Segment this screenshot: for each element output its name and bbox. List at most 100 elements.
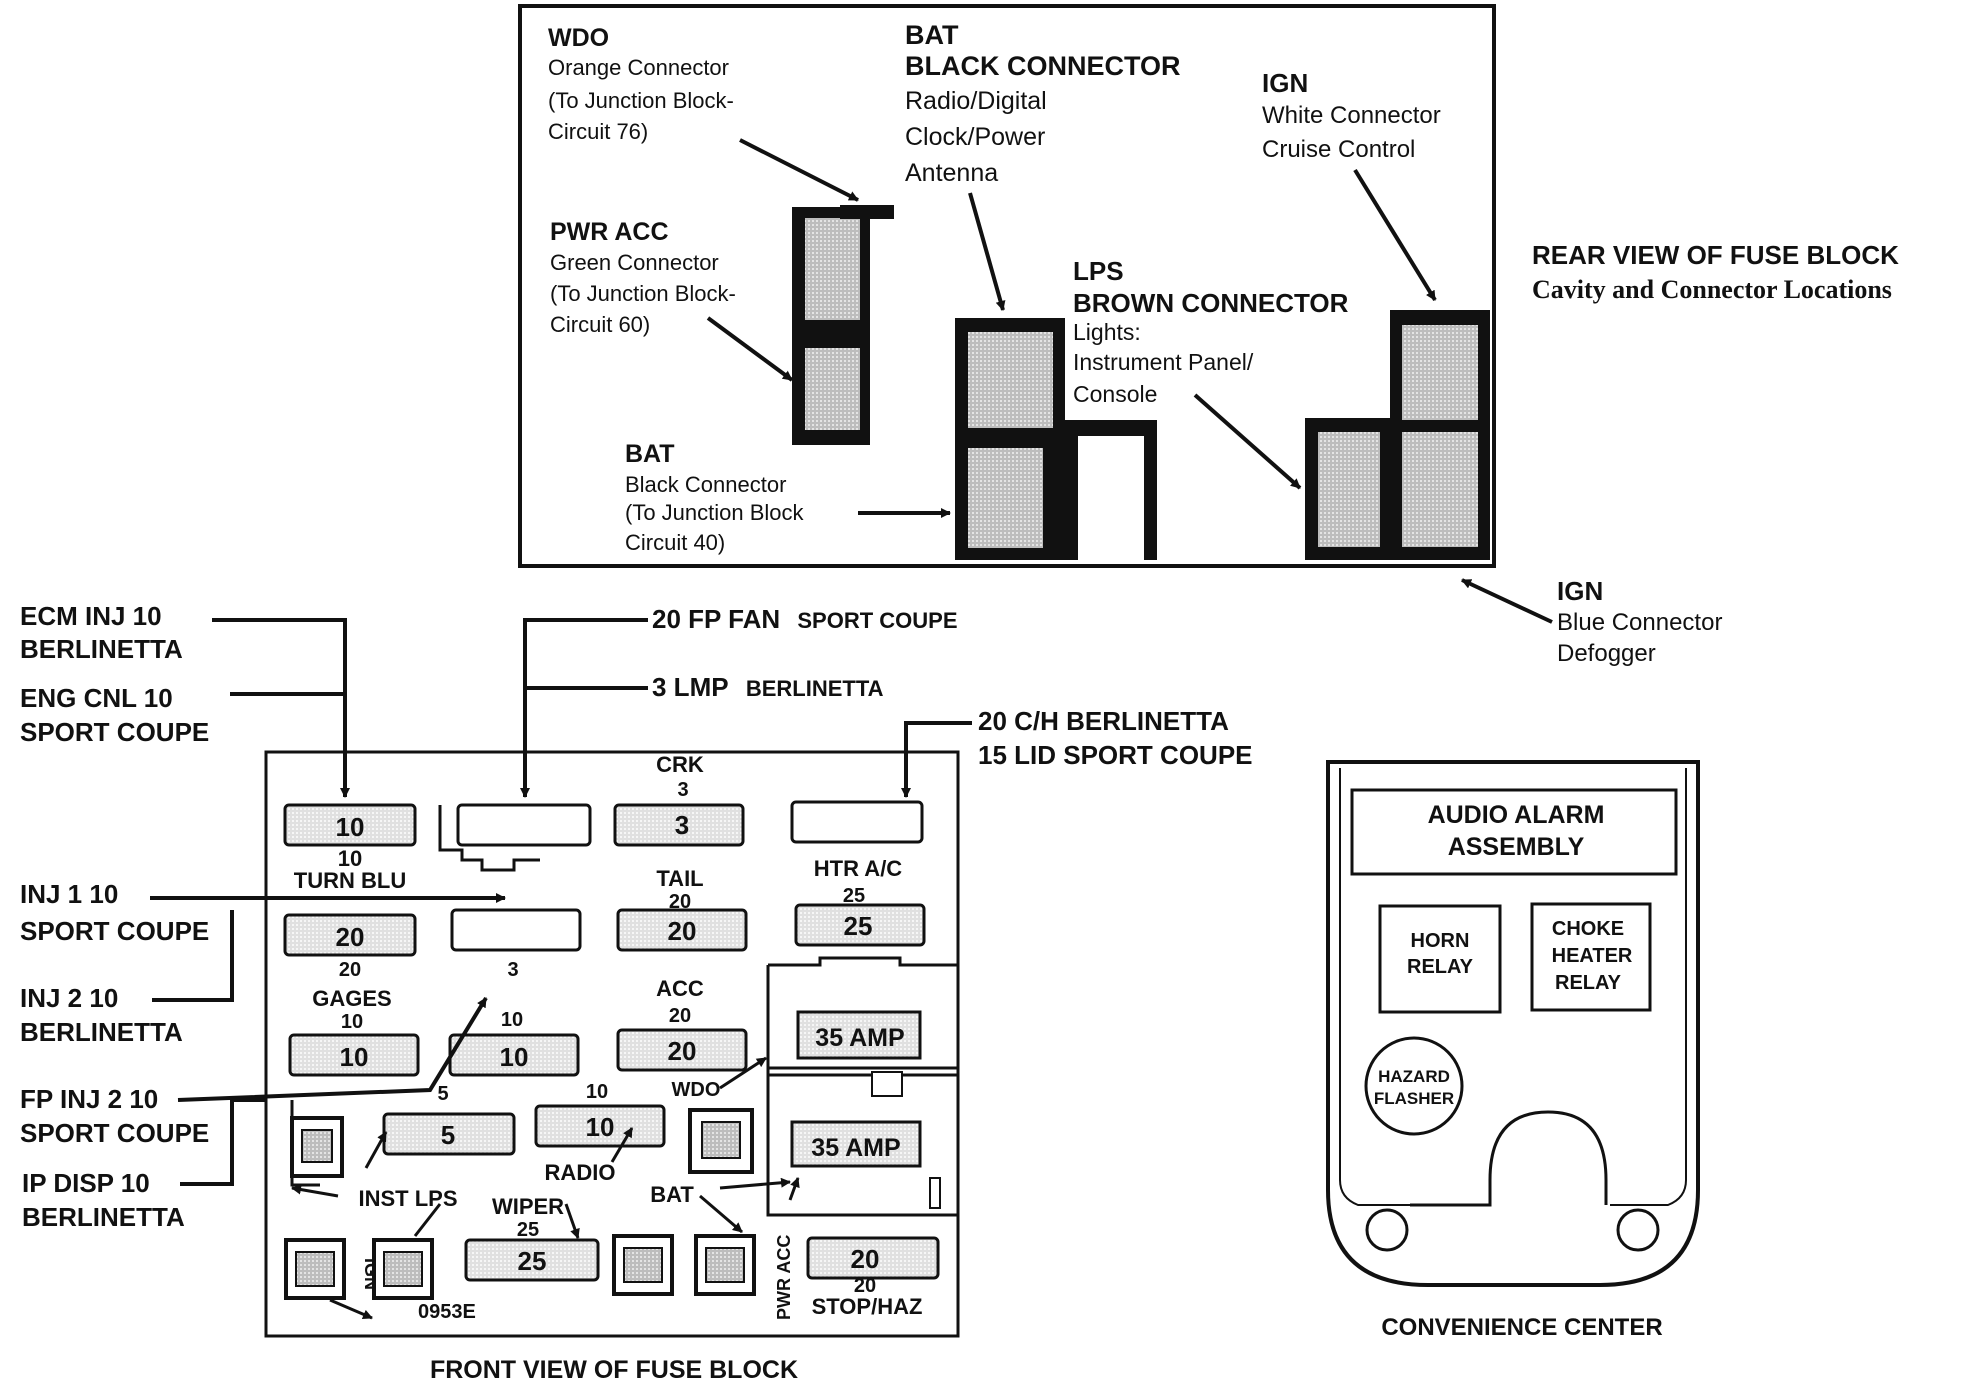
- callout-c-h-line-2: 15 LID SPORT COUPE: [978, 740, 1253, 770]
- fuse-acc: [616, 1028, 748, 1072]
- callout-inj2-line-2: BERLINETTA: [20, 1017, 183, 1047]
- pwr-acc-line-1: Green Connector: [550, 250, 719, 275]
- crk-value: 3: [675, 810, 689, 840]
- lps-line-1: Lights:: [1073, 319, 1141, 345]
- lps-title-1: LPS: [1073, 256, 1124, 286]
- crk-rating: 3: [677, 779, 688, 801]
- callout-fp-fan: 20 FP FAN SPORT COUPE: [652, 604, 958, 634]
- ign-white-line-1: White Connector: [1262, 102, 1441, 129]
- rear-view-subtitle: Cavity and Connector Locations: [1532, 275, 1892, 304]
- audio-alarm-line-2: ASSEMBLY: [1448, 833, 1585, 861]
- breaker-35-amp-1: [796, 1010, 922, 1060]
- tail-rating: 20: [669, 891, 691, 913]
- ign-white-line-2: Cruise Control: [1262, 136, 1415, 163]
- wdo-line-2: (To Junction Block-: [548, 88, 734, 113]
- hazard-flasher-line-2: FLASHER: [1374, 1089, 1454, 1108]
- bat-lower-line-1: Black Connector: [625, 472, 786, 497]
- breaker-35-amp-1-label: 35 AMP: [815, 1024, 904, 1052]
- ign-white-connector: [1305, 310, 1490, 560]
- fuse-wiper: [464, 1238, 600, 1282]
- fuse-lmp-holder: [438, 805, 540, 872]
- lps-title-2: BROWN CONNECTOR: [1073, 288, 1349, 318]
- front-view-frame: [264, 750, 960, 1338]
- acc-label: ACC: [656, 976, 704, 1001]
- callout-fp-inj2-line-1: FP INJ 2 10: [20, 1084, 158, 1114]
- wdo-line-1: Orange Connector: [548, 55, 729, 80]
- front-view-panel: 10 10 TURN BLU CRK 3 3 HTR A/C 25 25 20 …: [264, 750, 960, 1338]
- mount-hole-left: [1365, 1208, 1409, 1252]
- callout-inj1-line-1: INJ 1 10: [20, 879, 118, 909]
- hazard-flasher: [1364, 1036, 1464, 1136]
- choke-relay-line-2: HEATER: [1552, 945, 1633, 967]
- stop-haz-value: 20: [851, 1244, 880, 1274]
- rear-view-frame: [518, 4, 1496, 568]
- gages-label: GAGES: [312, 986, 391, 1011]
- tail-label: TAIL: [656, 866, 703, 891]
- wiper-value: 25: [518, 1246, 547, 1276]
- crk-label: CRK: [656, 752, 704, 777]
- front-view-code: 0953E: [418, 1301, 476, 1323]
- callout-eng-cnl-line-1: ENG CNL 10: [20, 683, 173, 713]
- fuse-tail: [616, 908, 748, 952]
- radio-value: 10: [586, 1112, 615, 1142]
- callout-ip-disp-line-1: IP DISP 10: [22, 1168, 150, 1198]
- mount-hole-right: [1616, 1208, 1660, 1252]
- fuse-htr-ac: [794, 903, 926, 947]
- callout-ip-disp-line-2: BERLINETTA: [22, 1202, 185, 1232]
- bat-lower-line-3: Circuit 40): [625, 530, 725, 555]
- callout-lmp-bold: 3 LMP: [652, 672, 729, 702]
- callout-fp-inj2-line-2: SPORT COUPE: [20, 1118, 209, 1148]
- callout-inj1-line-2: SPORT COUPE: [20, 916, 209, 946]
- callout-lmp: 3 LMP BERLINETTA: [652, 672, 884, 702]
- lps-line-2: Instrument Panel/: [1073, 349, 1254, 375]
- lps-arrow: [1193, 393, 1302, 490]
- fuse-mid-10-value: 10: [500, 1042, 529, 1072]
- tail-value: 20: [668, 916, 697, 946]
- pwr-acc-arrow: [706, 316, 794, 382]
- fuse-stop-haz: [806, 1236, 940, 1280]
- fuse-holder-wdo: [688, 1108, 754, 1174]
- htr-ac-rating: 25: [843, 885, 865, 907]
- fuse-turn-blu-rating: 10: [338, 846, 362, 871]
- bat-upper-title-1: BAT: [905, 20, 959, 50]
- front-view-left-callouts: ECM INJ 10 BERLINETTA ENG CNL 10 SPORT C…: [20, 601, 506, 1232]
- inst-lps-label: INST LPS: [358, 1186, 457, 1211]
- horn-relay-line-2: RELAY: [1407, 956, 1474, 978]
- choke-heater-relay: [1530, 902, 1652, 1012]
- fuse-5-value: 5: [441, 1120, 455, 1150]
- fuse-5-rating: 5: [437, 1083, 448, 1105]
- wdo-line-3: Circuit 76): [548, 119, 648, 144]
- convenience-center: AUDIO ALARM ASSEMBLY HORN RELAY CHOKE HE…: [1326, 760, 1700, 1287]
- wiper-rating: 25: [517, 1219, 539, 1241]
- acc-value: 20: [668, 1036, 697, 1066]
- rear-view-panel: WDO Orange Connector (To Junction Block-…: [518, 4, 1496, 568]
- wiper-label: WIPER: [492, 1194, 564, 1219]
- htr-ac-label: HTR A/C: [814, 856, 903, 881]
- fuse-turn-blu-value: 10: [336, 812, 365, 842]
- radio-rating: 10: [586, 1081, 608, 1103]
- fuse-turn-blu: [283, 803, 417, 847]
- turn-blu-label: TURN BLU: [294, 868, 406, 893]
- ign-blue-title: IGN: [1557, 576, 1603, 606]
- callout-c-h-line-1: 20 C/H BERLINETTA: [978, 706, 1229, 736]
- convenience-center-title: CONVENIENCE CENTER: [1381, 1314, 1662, 1341]
- wdo-title: WDO: [548, 24, 609, 52]
- callout-ecm-inj-line-2: BERLINETTA: [20, 634, 183, 664]
- fuse-20-left-rating: 20: [339, 959, 361, 981]
- choke-relay-line-3: RELAY: [1555, 972, 1622, 994]
- breaker-35-amp-2-label: 35 AMP: [811, 1134, 900, 1162]
- front-view-top-callouts: 20 FP FAN SPORT COUPE 3 LMP BERLINETTA 2…: [520, 604, 1253, 798]
- audio-alarm-line-1: AUDIO ALARM: [1428, 801, 1605, 829]
- callout-fp-fan-bold: 20 FP FAN: [652, 604, 780, 634]
- bat-upper-title-2: BLACK CONNECTOR: [905, 51, 1181, 81]
- pwr-acc-label: PWR ACC: [774, 1235, 794, 1320]
- front-view-title: FRONT VIEW OF FUSE BLOCK: [430, 1356, 798, 1384]
- horn-relay-line-1: HORN: [1411, 930, 1470, 952]
- ign-white-title: IGN: [1262, 68, 1308, 98]
- rear-view-title: REAR VIEW OF FUSE BLOCK: [1532, 240, 1899, 270]
- bat-lower-line-2: (To Junction Block: [625, 500, 805, 525]
- hazard-flasher-line-1: HAZARD: [1378, 1067, 1450, 1086]
- bat-label: BAT: [650, 1182, 694, 1207]
- fuse-inj-rating: 3: [507, 959, 518, 981]
